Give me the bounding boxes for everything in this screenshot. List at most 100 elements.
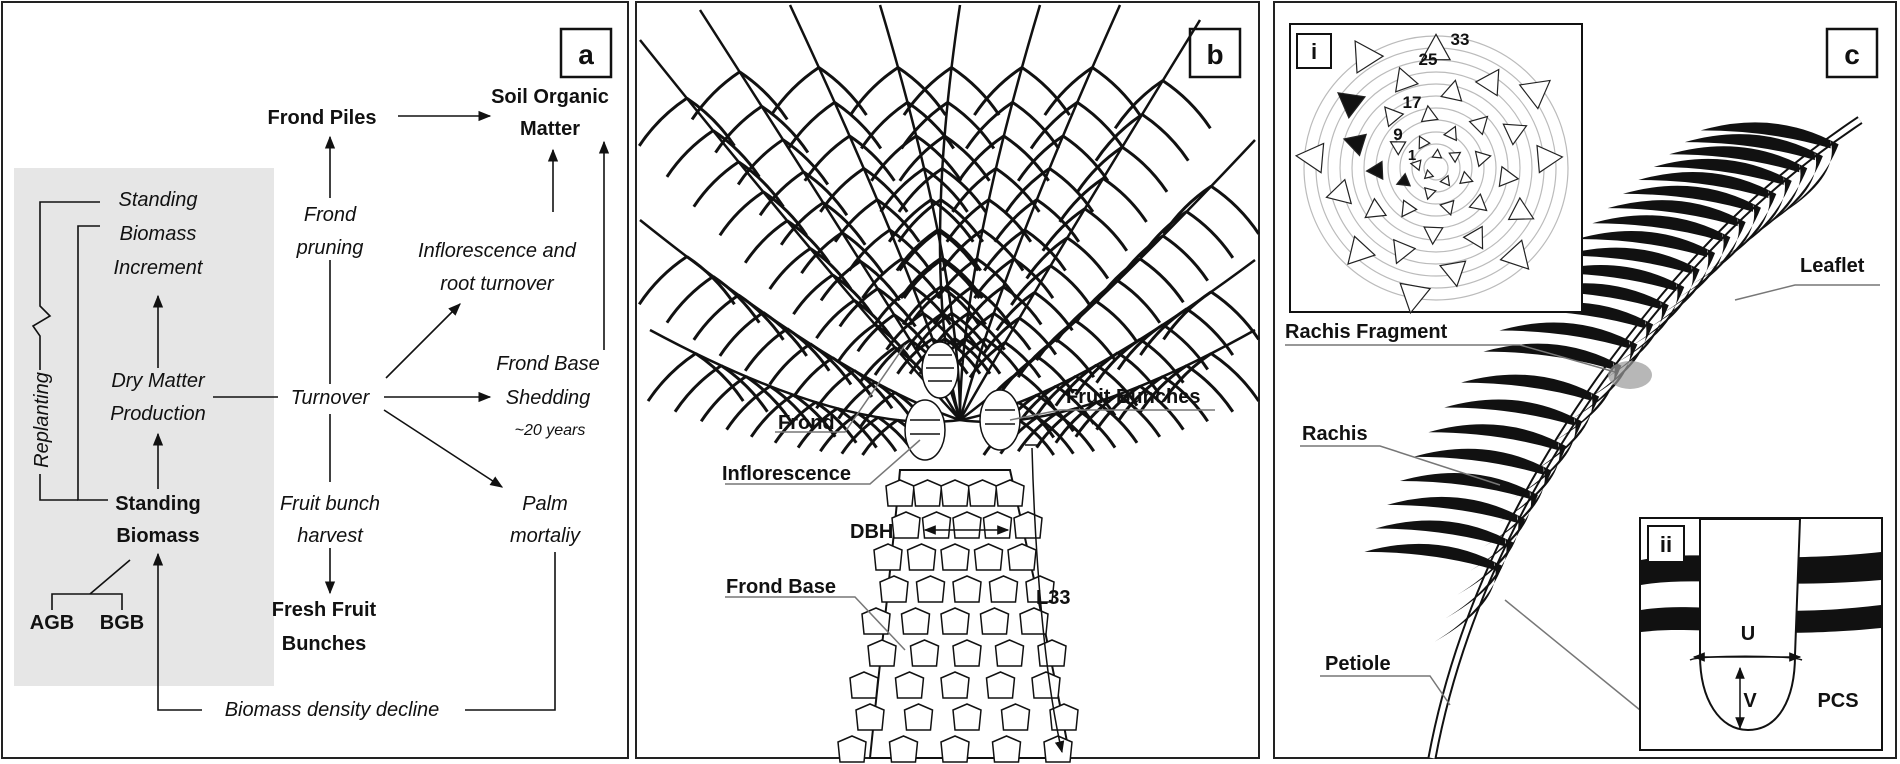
phyllotaxis-ring (1339, 71, 1533, 265)
panel-a: a Frond Piles Soil Organic Matter Standi… (1, 1, 629, 759)
frond-base-scale (940, 735, 970, 763)
leaflet-down (1692, 203, 1761, 284)
frond-leaflet (822, 201, 867, 246)
frond-leaflet (956, 312, 995, 351)
frond-leaflet (870, 134, 918, 182)
leader-inflorescence (725, 439, 921, 485)
frond-leaflet (646, 352, 697, 402)
leaflet-down (1514, 417, 1583, 498)
node-som-line1: Soil Organic (491, 86, 609, 108)
frond-leaflet (1054, 300, 1098, 343)
phyllotaxis-frond-marker (1337, 92, 1367, 119)
frond-leaflet (900, 101, 949, 150)
frond-leaflet (737, 160, 785, 208)
frond-leaflet (936, 257, 978, 299)
inset-ii: ii U V PCS (1639, 517, 1883, 751)
frond-base-scale (973, 543, 1004, 571)
node-pm-line2: mortaliy (510, 525, 581, 547)
frond-leaflet (993, 198, 1038, 243)
leaflet-down (1739, 164, 1808, 245)
replanting-line-bottom (39, 474, 78, 501)
frond-base-scale (873, 543, 903, 571)
node-ffb-line1: Fresh Fruit (272, 599, 377, 621)
frond-leaflet (1035, 407, 1077, 449)
frond-leaflet (809, 342, 853, 386)
frond-leaflet (831, 356, 874, 398)
frond-leaflet (1024, 228, 1067, 272)
frond-leaflet (965, 101, 1014, 150)
phyllotaxis-frond-marker (1448, 151, 1462, 164)
leaflet-left (1387, 496, 1518, 523)
phyllotaxis-frond-marker (1394, 66, 1420, 93)
phyllotaxis-frond-marker (1423, 168, 1435, 180)
frond-leaflet (809, 247, 853, 290)
frond-leaflet (758, 170, 805, 217)
phyllotaxis-frond-marker (1474, 150, 1492, 168)
label-frond-base: Frond Base (726, 576, 836, 598)
inset-ii-tag-box (1647, 525, 1685, 563)
frond-base-scale (1007, 543, 1037, 571)
frond-base-scale (867, 639, 897, 667)
frond-leaflet (773, 400, 817, 444)
leaflet-down (1457, 514, 1526, 595)
panel-b-tag-box (1188, 27, 1242, 79)
phyllotaxis-frond-marker (1423, 186, 1437, 201)
leaflet-left (1499, 322, 1630, 349)
frond-leaflet (940, 228, 984, 272)
frond-leaflet (815, 299, 856, 339)
rachis-fill (1429, 117, 1862, 759)
frond-leaflet (745, 375, 793, 423)
frond-leaflet (1074, 351, 1119, 396)
frond-leaflet (1002, 285, 1043, 326)
leaflet-down (1677, 218, 1746, 299)
frond-leaflet (814, 400, 858, 444)
frond-leaflet (933, 285, 974, 326)
phyllotaxis-frond-marker (1462, 225, 1484, 250)
leader-rachis (1300, 445, 1501, 486)
node-dmp-line2: Production (110, 403, 206, 425)
frond-leaflet (849, 66, 899, 116)
frond-leaflet (911, 285, 952, 326)
phyllotaxis-frond-marker (1498, 165, 1520, 188)
leaflet-down (1498, 442, 1567, 523)
node-bgb: BGB (100, 612, 144, 634)
frond-base-scale (915, 575, 946, 603)
node-fbs-line2: Shedding (506, 387, 591, 409)
phyllotaxis-ring (1363, 95, 1509, 241)
frond-leaflet (1048, 167, 1095, 213)
leader-leaflet (1734, 284, 1880, 301)
panel-c-leaders (1285, 284, 1880, 711)
phyllotaxis-frond-marker (1420, 104, 1439, 123)
leaflet-down (1483, 466, 1552, 547)
line-pm-bdd (465, 552, 556, 711)
frond-base-scale (900, 607, 931, 635)
phyllotaxis-frond-marker (1440, 79, 1463, 102)
leaflet-down (1616, 283, 1685, 364)
frond-leaflet (1162, 323, 1209, 371)
node-fbs-line3: ~20 years (515, 422, 586, 439)
frond-leaflet (749, 393, 795, 438)
frond-leaflet (1162, 290, 1212, 341)
frond-base-scale (1049, 703, 1079, 731)
frond-leaflet (1029, 101, 1079, 150)
frond-leaflet (1043, 66, 1094, 116)
petiole-cross-section (1699, 518, 1802, 732)
frond-leaflet (714, 105, 763, 154)
phyllotaxis-ring (1399, 131, 1473, 205)
leader-fruit-bunches (1009, 409, 1215, 421)
frond-base-scale (1031, 671, 1061, 699)
inset-ii-tag: ii (1660, 532, 1672, 557)
frond-leaflet (1049, 264, 1091, 306)
l33-arrow (1031, 447, 1065, 754)
frond-leaflet (840, 416, 880, 455)
node-sb-line2: Biomass (116, 525, 199, 547)
frond-base-scale (903, 703, 934, 731)
frond-leaflet (945, 198, 990, 243)
frond-leaflet (861, 418, 899, 456)
frond-leaflet (885, 312, 924, 351)
frond-leaflet (1210, 290, 1260, 341)
frond-leaflet (1116, 375, 1164, 423)
frond-leaflet (1095, 338, 1141, 384)
phyllotaxis-frond-marker (1499, 239, 1530, 270)
